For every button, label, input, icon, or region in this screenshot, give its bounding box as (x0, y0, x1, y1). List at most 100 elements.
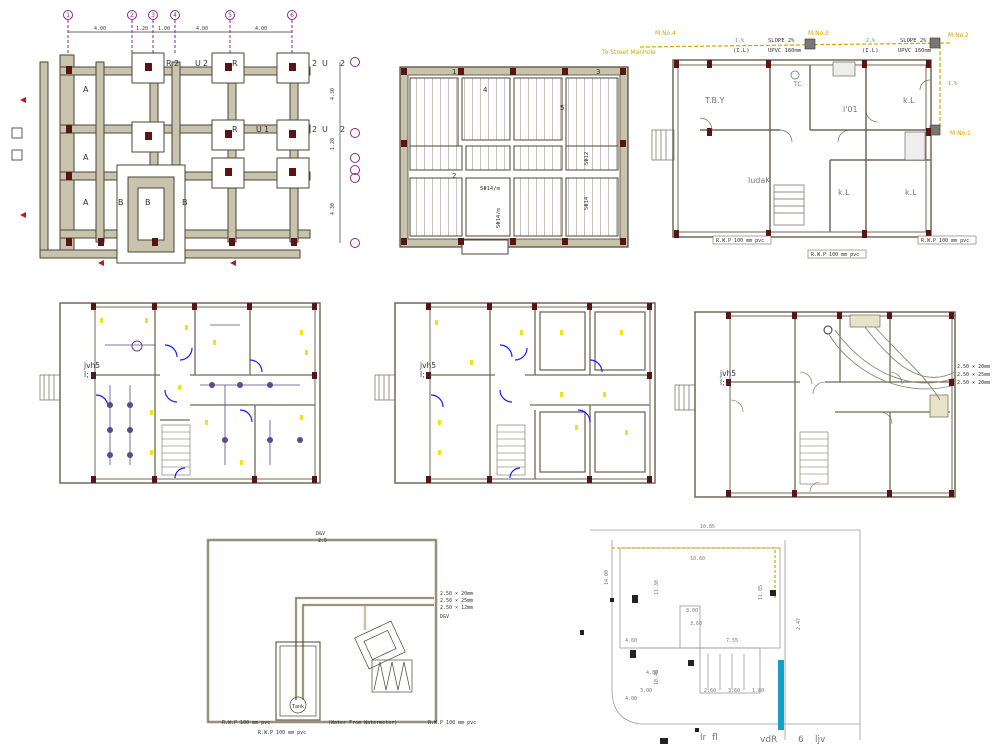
manhole-label: M.No.2 (948, 32, 969, 39)
roof-top-label: D&V (316, 531, 325, 537)
panel-mark: 2 (452, 172, 456, 180)
site-dim: 7.55 (726, 638, 738, 644)
room-label: T.B.Y (704, 96, 725, 105)
site-label: lr (700, 733, 707, 743)
street-manhole-label: To Street Manhole (601, 49, 656, 56)
side-label: B (182, 198, 188, 207)
site-dim: 4.80 (646, 670, 658, 676)
water-supply-plan: 2.50 × 20mm 2.50 × 25mm 2.50 × 20mm jvh5… (674, 311, 990, 498)
slab-reinforcement-plan: 5Φ14/m 5Φ14/m 5Φ12 5Φ14 1 2 3 4 5 (399, 66, 629, 255)
pipe-label: UPVC 160mm (768, 48, 802, 54)
electrical-lighting-plan: jvh5 l; q (39, 302, 321, 484)
slope-label: SLOPE 2% (900, 38, 927, 44)
room-label: k.L (903, 96, 915, 105)
grid-label-3: 3 (151, 12, 155, 19)
site-dim: 4.00 (625, 696, 637, 702)
footings (116, 52, 310, 264)
dim-top-5: 4.00 (255, 26, 267, 32)
meter-label: (Water From Watermeter) (328, 720, 397, 726)
roof-note: 2.50 × 20mm (440, 591, 473, 597)
panel-mark: 5 (560, 104, 564, 112)
entry-label: jvh5 (419, 361, 436, 370)
room-label: l'01 (843, 105, 858, 114)
grid-axis-right (339, 57, 360, 248)
site-dim: 11.30 (654, 580, 660, 595)
footing-label: U (322, 59, 328, 68)
svg-text:1.%: 1.% (948, 81, 957, 87)
rwp-label: R.W.P 100 mm pvc (811, 252, 859, 258)
site-dim: 1.80 (752, 688, 764, 694)
dim-top-4: 4.00 (196, 26, 208, 32)
slab-label: 5Φ14/m (496, 207, 502, 228)
footing-label: R (232, 125, 238, 134)
manhole-label: M.No.1 (950, 130, 971, 137)
svg-text:1.%: 1.% (735, 38, 744, 44)
side-label: B (145, 198, 151, 207)
footing-label: R (166, 59, 172, 68)
roof-tank-plan: D&V 2.5 2.50 × 20mm 2.50 × 25mm 2.50 × 1… (206, 531, 476, 736)
roof-note: 2.50 × 25mm (440, 598, 473, 604)
roof-note-side: D&V (440, 614, 449, 620)
roof-note: 2.50 × 12mm (440, 605, 473, 611)
footing-label: 2 (340, 125, 345, 134)
grid-label-1: 1 (66, 12, 70, 19)
panel-mark: 1 (452, 68, 456, 76)
roof-top-sub: 2.5 (318, 538, 327, 544)
dim-top-1: 4.00 (94, 26, 106, 32)
level-label: (I.L) (862, 48, 879, 54)
grid-label-2: 2 (130, 12, 134, 19)
entry-label: l; q (420, 370, 432, 379)
grid-label-4: 4 (173, 12, 177, 19)
side-label: B (118, 198, 124, 207)
level-label: (I.L) (733, 48, 750, 54)
footing-label: 2 (312, 125, 317, 134)
site-label: vdR (760, 735, 777, 745)
panel-mark: 4 (483, 86, 488, 94)
rwp-label: R.W.P 100 mm pvc (716, 238, 764, 244)
site-label: fl (712, 733, 718, 743)
dim-right-2: 1.20 (330, 138, 336, 150)
dim-right-1: 4.30 (330, 88, 336, 100)
entry-label: l; q (84, 370, 96, 379)
site-label: ljv (815, 735, 826, 745)
dim-top-3: 1.00 (158, 26, 170, 32)
site-dim: 10.85 (700, 524, 715, 530)
rwp-label: R.W.P 100 mm pvc (222, 720, 270, 726)
room-label: TC (793, 81, 802, 88)
rwp-label: R.W.P 100 mm pvc (428, 720, 476, 726)
dim-top-2: 1.20 (136, 26, 148, 32)
entry-label: jvh5 (719, 369, 736, 378)
site-dim: 2.60 (704, 688, 716, 694)
site-dim: 3.00 (640, 688, 652, 694)
manhole-label: M.No.4 (655, 30, 676, 37)
footing-label: U (195, 59, 201, 68)
site-dim: 10.60 (690, 556, 705, 562)
rwp-label: R.W.P 100 mm pvc (921, 238, 969, 244)
entry-label: jvh5 (83, 361, 100, 370)
svg-text:2.%: 2.% (866, 38, 875, 44)
drainage-plan: M.No.4 M.No.3 M.No.2 M.No.1 To Street Ma… (601, 30, 977, 259)
pipe-label: UPVC 160mm (898, 48, 932, 54)
footing-label: 2 (340, 59, 345, 68)
footing-label: 2 (203, 59, 208, 68)
water-pipes (827, 326, 956, 401)
footing-label: 2 (312, 59, 317, 68)
footing-label: U (256, 125, 262, 134)
pipe-note: 2.50 × 20mm (957, 364, 990, 370)
grid-label-5: 5 (228, 12, 232, 19)
door-swings (95, 344, 263, 479)
slab-label: 5Φ14/m (480, 186, 501, 192)
slab-label: 5Φ12 (584, 152, 590, 165)
site-dim: 4.60 (625, 638, 637, 644)
rwp-label: R.W.P 100 mm pvc (258, 730, 306, 736)
site-dim: 10.40 (654, 670, 660, 685)
site-dim: 3.60 (690, 621, 702, 627)
site-dim: 3.00 (686, 608, 698, 614)
panel-mark: 3 (596, 68, 600, 76)
slab-label: 5Φ14 (584, 196, 590, 210)
site-plan: 10.60 10.85 14.00 11.30 11.85 10.40 4.60… (580, 524, 861, 745)
entry-label: l; q (720, 378, 732, 387)
pipe-note: 2.50 × 25mm (957, 372, 990, 378)
pipe-note: 2.50 × 20mm (957, 380, 990, 386)
